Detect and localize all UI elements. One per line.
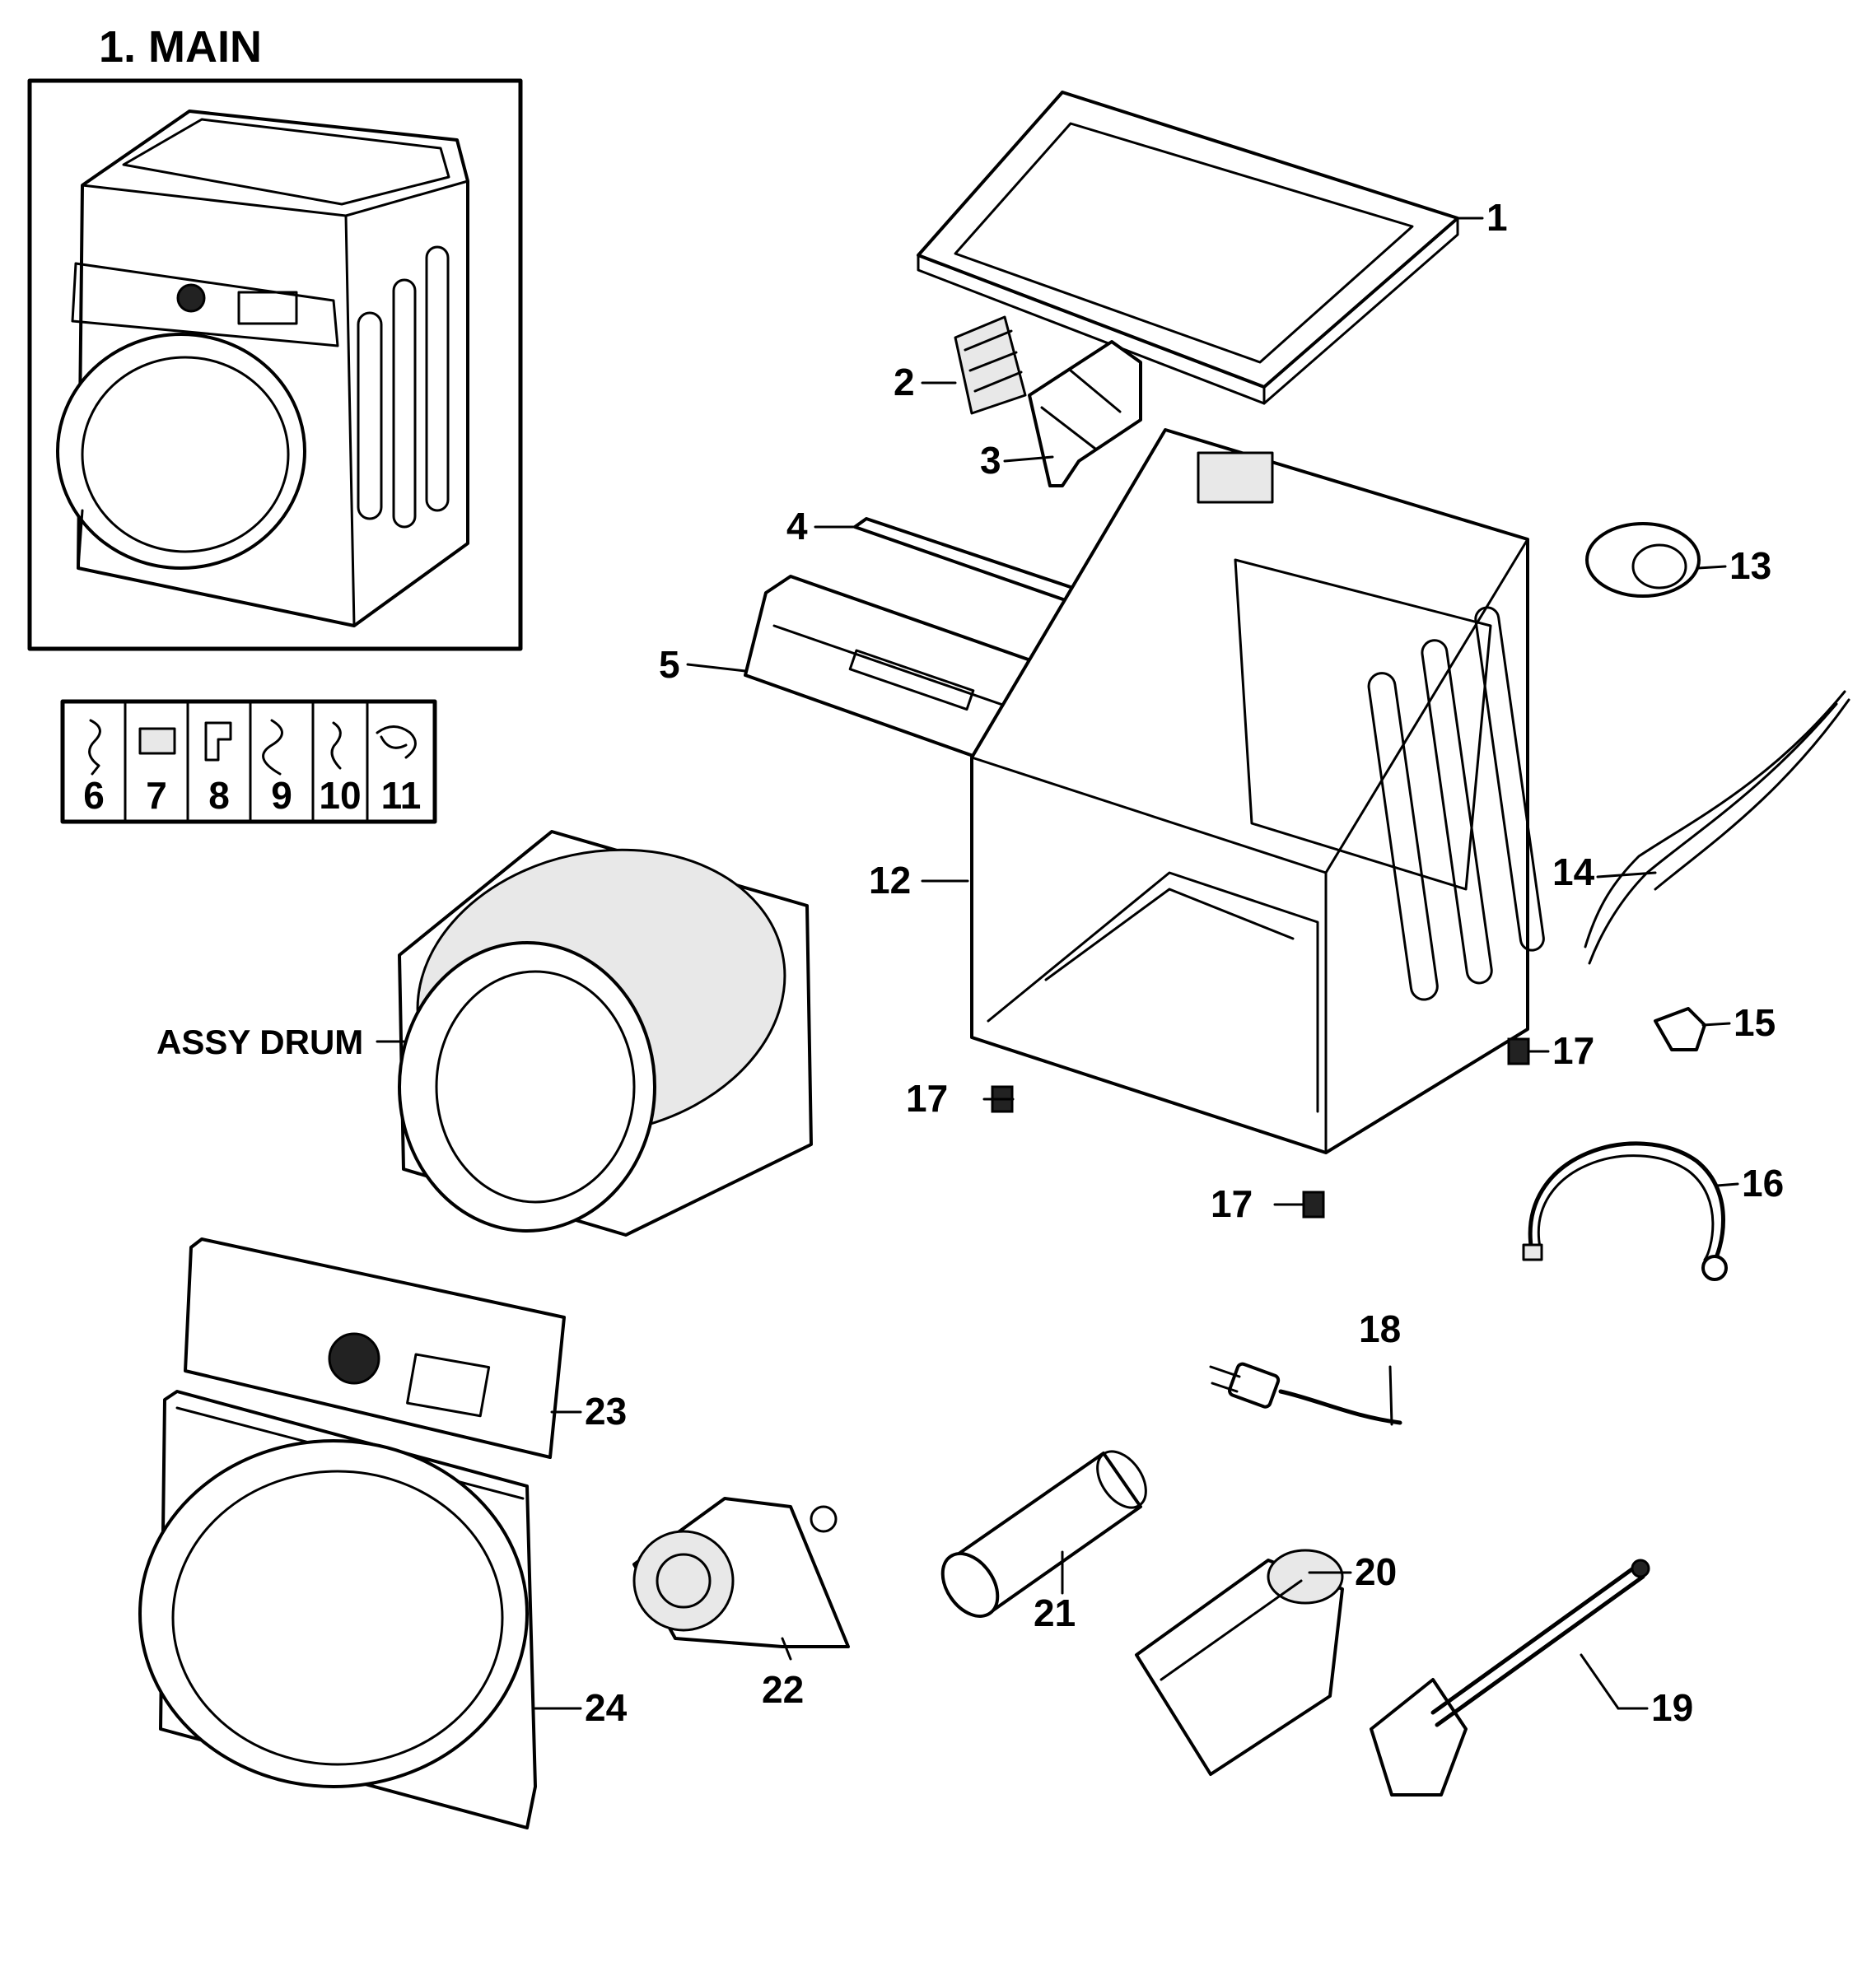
part-21-duct (940, 1450, 1147, 1618)
part-15-y-connector (1654, 1007, 1706, 1051)
diagram-title: 1. MAIN (99, 22, 262, 72)
callout-4: 4 (786, 505, 808, 548)
part-22-blower (632, 1497, 850, 1648)
part-12-cabinet (970, 428, 1545, 1154)
callout-21: 21 (1034, 1592, 1076, 1634)
kit-label-10: 10 (319, 774, 361, 817)
part-16-hose (1522, 1141, 1728, 1281)
small-parts-kit: 6 7 8 9 10 11 (60, 699, 437, 824)
callout-13: 13 (1729, 544, 1771, 587)
callout-5: 5 (659, 643, 680, 686)
leader-lines (376, 217, 1739, 1710)
callout-17-b: 17 (1552, 1029, 1594, 1072)
part-18-power-cord (1209, 1362, 1402, 1425)
part-17-foot-b (1507, 1037, 1530, 1065)
callout-2: 2 (894, 361, 915, 403)
assy-drum (398, 830, 813, 1237)
kit-label-6: 6 (83, 774, 105, 817)
kit-label-7: 7 (146, 774, 167, 817)
kit-label-11: 11 (381, 774, 422, 817)
callout-12: 12 (869, 859, 911, 902)
overview-dryer-inset (27, 78, 523, 651)
part-3-bracket (1028, 340, 1142, 487)
part-17-foot-c (1302, 1191, 1325, 1219)
callout-1: 1 (1486, 196, 1508, 239)
part-19-valve-assembly (1370, 1559, 1650, 1797)
part-23-control-panel (184, 1237, 566, 1459)
callout-23: 23 (585, 1390, 627, 1433)
part-13-lint-cover (1585, 522, 1701, 598)
part-24-front-panel (138, 1390, 537, 1829)
part-14-wire-harness (1584, 690, 1850, 965)
callout-22: 22 (762, 1668, 804, 1711)
callout-assy-drum: ASSY DRUM (156, 1023, 363, 1061)
part-20-heater-housing (1135, 1549, 1344, 1776)
part-2-filter (954, 315, 1027, 415)
callout-24: 24 (585, 1686, 628, 1729)
callout-18: 18 (1359, 1307, 1401, 1350)
kit-label-9: 9 (271, 774, 292, 817)
kit-label-8: 8 (208, 774, 230, 817)
callout-19: 19 (1651, 1686, 1693, 1729)
callout-17-c: 17 (1211, 1182, 1253, 1225)
callout-15: 15 (1734, 1001, 1776, 1044)
callout-14: 14 (1552, 851, 1595, 893)
callout-3: 3 (980, 439, 1001, 482)
callout-16: 16 (1742, 1162, 1784, 1205)
callout-20: 20 (1355, 1550, 1397, 1593)
callout-17-a: 17 (906, 1077, 948, 1120)
